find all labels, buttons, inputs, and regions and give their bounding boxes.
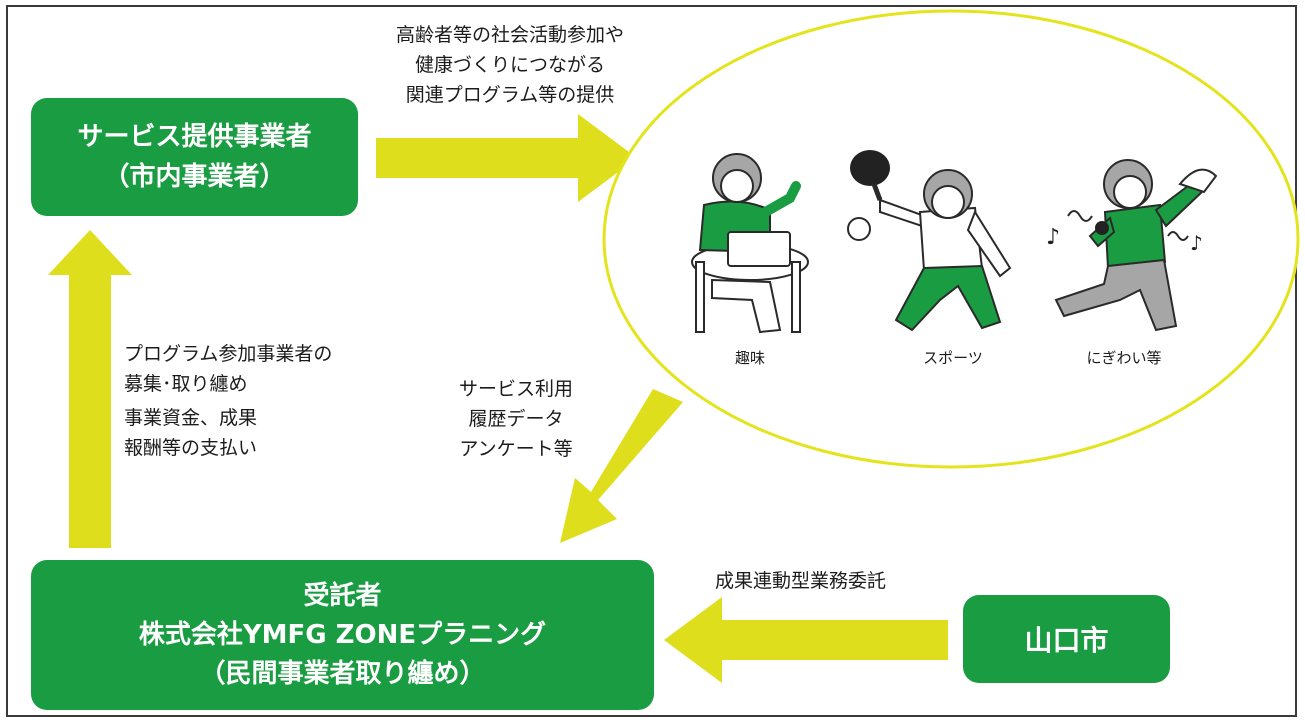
service-provider-box: サービス提供事業者 （市内事業者） bbox=[31, 98, 358, 216]
svg-text:♪: ♪ bbox=[1046, 225, 1060, 250]
svg-text:♪: ♪ bbox=[1190, 231, 1203, 255]
arrow-city-to-contractor bbox=[664, 597, 948, 683]
data-flow-caption: サービス利用 履歴データ アンケート等 bbox=[458, 378, 573, 460]
service-provider-label: サービス提供事業者 bbox=[77, 122, 312, 152]
contractor-label: 受託者 bbox=[303, 580, 382, 611]
left-caption-payment: 事業資金、成果 報酬等の支払い bbox=[124, 407, 258, 459]
contract-caption: 成果連動型業務委託 bbox=[715, 570, 887, 592]
arrow-participants-to-contractor bbox=[560, 389, 683, 543]
left-caption-recruitment: プログラム参加事業者の 募集･取り纏め bbox=[124, 343, 333, 395]
table-tennis-figure-icon bbox=[847, 150, 1012, 332]
arrow-contractor-to-provider bbox=[48, 230, 132, 548]
contractor-company-name: 株式会社YMFG ZONEプラニング bbox=[138, 619, 547, 650]
contractor-sublabel: （民間事業者取り纏め） bbox=[199, 658, 486, 689]
top-arrow-caption: 高齢者等の社会活動参加や 健康づくりにつながる 関連プログラム等の提供 bbox=[395, 24, 624, 106]
yamaguchi-city-box: 山口市 bbox=[963, 595, 1170, 683]
diagram-frame bbox=[6, 5, 1297, 717]
hobby-laptop-figure-icon bbox=[691, 153, 809, 334]
service-provider-sublabel: （市内事業者） bbox=[103, 162, 286, 192]
activity-label-events: にぎわい等 bbox=[1086, 349, 1162, 367]
city-label: 山口市 bbox=[1024, 624, 1109, 657]
arrow-provider-to-participants bbox=[376, 114, 637, 202]
karaoke-singer-figure-icon: ♪ ♪ bbox=[1046, 159, 1218, 332]
activity-label-sports: スポーツ bbox=[923, 349, 983, 367]
contractor-box: 受託者 株式会社YMFG ZONEプラニング （民間事業者取り纏め） bbox=[31, 560, 654, 710]
activity-label-hobby: 趣味 bbox=[734, 349, 765, 367]
